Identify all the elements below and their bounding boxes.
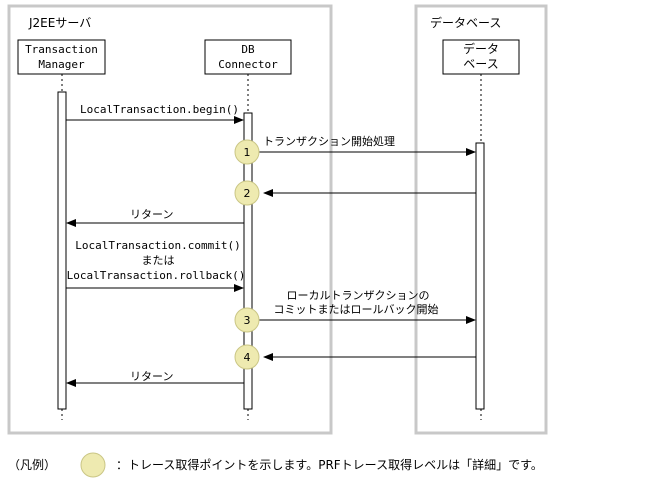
db-connector-line2: Connector	[218, 58, 278, 71]
lifeline-head-database: データ ベース	[442, 39, 520, 75]
trace-point-1: 1	[234, 139, 260, 165]
label-start-process: トランザクション開始処理	[263, 134, 395, 148]
trace-point-1-number: 1	[244, 146, 251, 159]
activation-transaction-manager	[57, 91, 67, 410]
trace-point-3-number: 3	[244, 314, 251, 327]
activation-db-connector	[243, 112, 253, 410]
lifeline-head-transaction-manager: Transaction Manager	[17, 39, 106, 75]
server-zone	[7, 4, 333, 435]
label-commit-line2: または	[142, 254, 175, 267]
database-head-line2: ベース	[463, 57, 498, 71]
db-connector-line1: DB	[241, 43, 255, 56]
label-begin: LocalTransaction.begin()	[80, 103, 239, 116]
database-head-line1: データ	[463, 41, 499, 56]
trace-point-3: 3	[234, 307, 260, 333]
label-commit-line1: LocalTransaction.commit()	[75, 239, 241, 252]
label-return-1: リターン	[130, 208, 173, 221]
database-zone	[414, 4, 548, 435]
lifeline-head-db-connector: DB Connector	[204, 39, 292, 75]
legend-text: ：トレース取得ポイントを示します。PRFトレース取得レベルは「詳細」です。	[116, 457, 543, 472]
legend-trace-marker	[80, 452, 106, 478]
label-local-line2: コミットまたはロールバック開始	[274, 302, 439, 316]
transaction-manager-line2: Manager	[38, 58, 85, 71]
label-commit-line3: LocalTransaction.rollback()	[67, 269, 246, 282]
trace-point-4-number: 4	[244, 351, 251, 364]
trace-point-2: 2	[234, 180, 260, 206]
server-zone-label: J2EEサーバ	[28, 16, 91, 30]
trace-point-2-number: 2	[244, 187, 251, 200]
legend-label: （凡例）	[8, 458, 56, 472]
database-zone-label: データベース	[430, 15, 501, 30]
activation-database	[475, 142, 485, 410]
label-return-2: リターン	[130, 370, 173, 383]
trace-point-4: 4	[234, 344, 260, 370]
label-local-line1: ローカルトランザクションの	[287, 289, 430, 302]
transaction-manager-line1: Transaction	[25, 43, 98, 56]
